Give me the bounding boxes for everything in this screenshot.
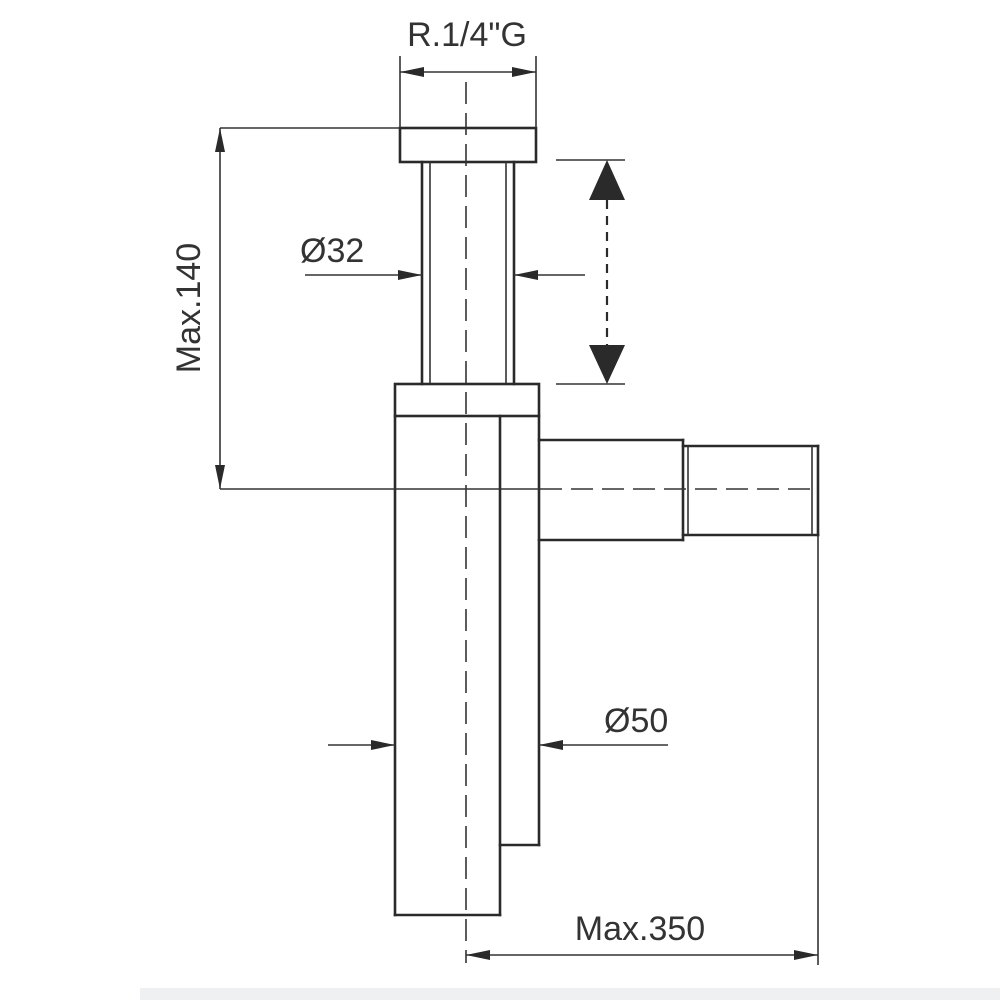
bottom-strip xyxy=(140,988,1000,1000)
height-adjustment-range xyxy=(556,159,625,385)
inlet-pipe xyxy=(420,160,516,386)
width-dimension xyxy=(466,535,819,965)
outlet-pipe xyxy=(537,438,820,542)
top-cap xyxy=(398,126,538,164)
thread-dimension xyxy=(399,56,537,128)
body-diameter-dimension xyxy=(328,740,668,750)
height-dimension xyxy=(215,127,540,490)
width-label: Max.350 xyxy=(575,910,705,948)
pipe-diameter-label: Ø32 xyxy=(300,232,364,270)
height-label: Max.140 xyxy=(170,243,208,373)
body-diameter-label: Ø50 xyxy=(604,702,668,740)
pipe-diameter-dimension xyxy=(305,270,585,280)
body-collar xyxy=(393,382,541,418)
siphon-body xyxy=(393,414,541,917)
thread-label: R.1/4"G xyxy=(407,16,527,54)
